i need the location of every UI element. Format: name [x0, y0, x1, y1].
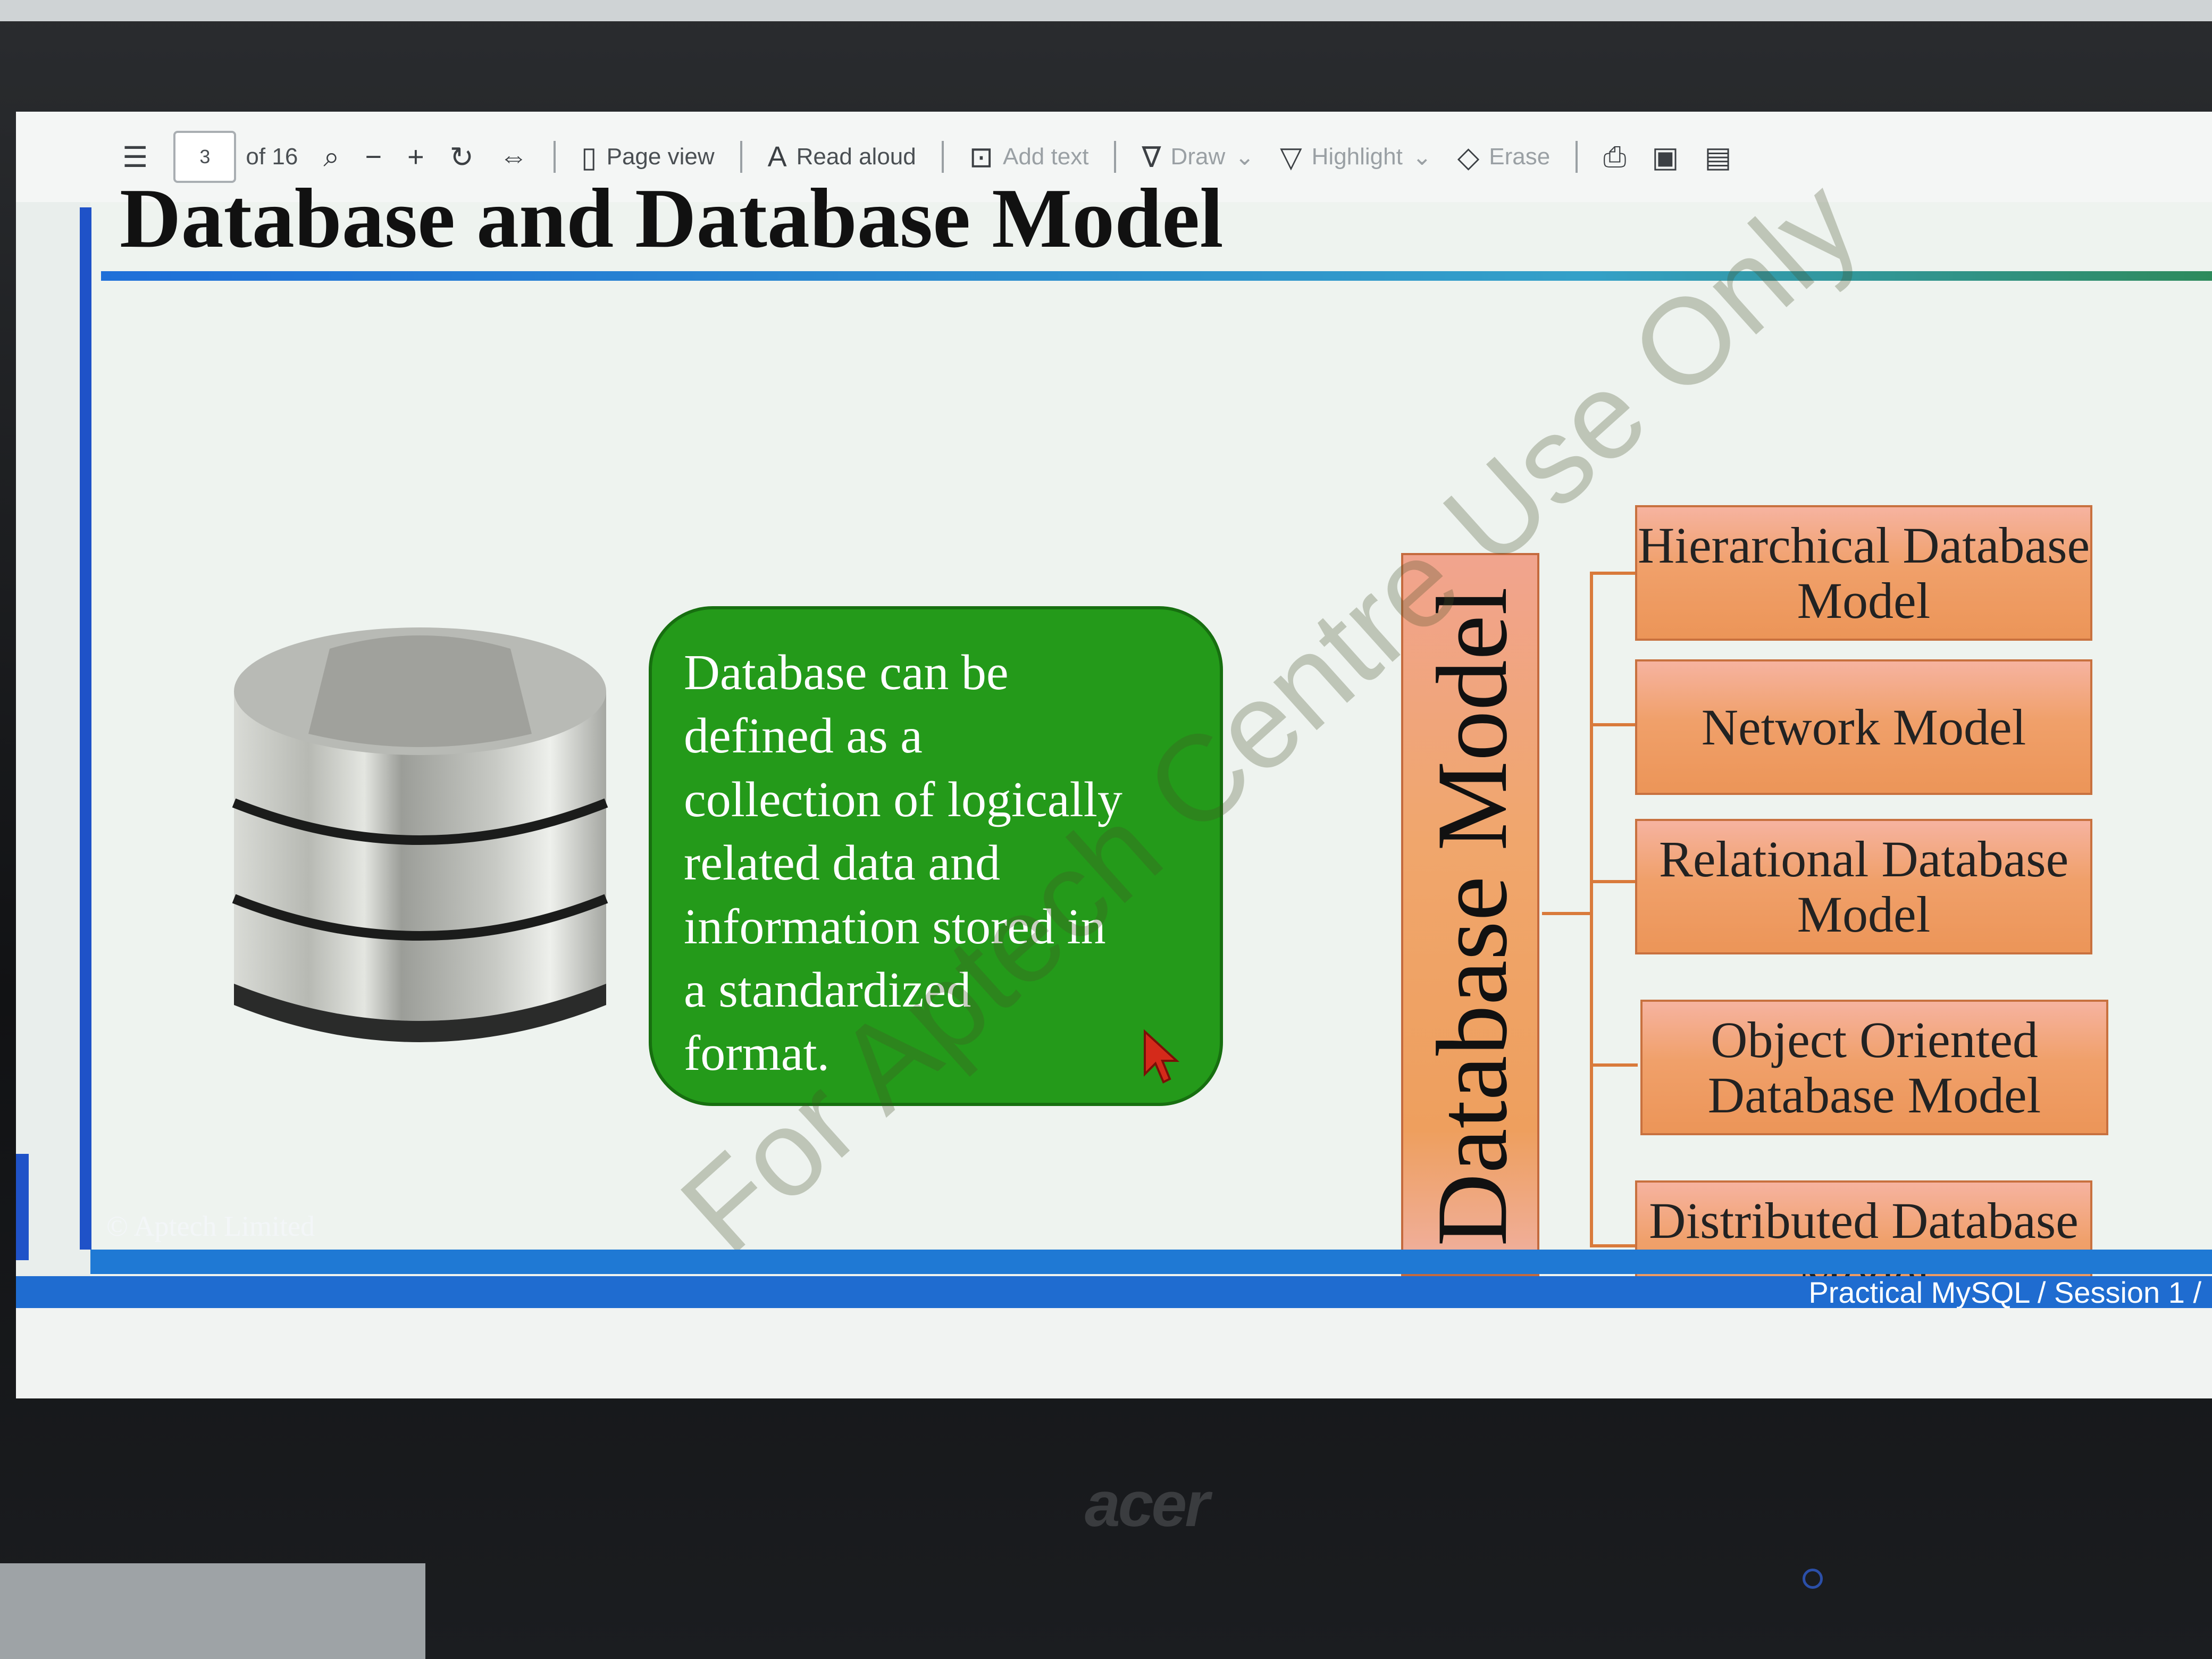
toolbar-separator: [740, 141, 742, 173]
read-aloud-icon: A: [767, 141, 787, 173]
next-page-area: [16, 1308, 2212, 1398]
definition-line: defined as a: [684, 708, 923, 764]
contents-button[interactable]: ☰: [122, 140, 148, 174]
page-navigator: 3 of 16: [173, 131, 298, 183]
pdf-toolbar: ☰ 3 of 16 ⌕ − + ↻ ⇔ ▯ Page view A Read a…: [16, 112, 2212, 202]
highlighter-icon: ▽: [1280, 141, 1302, 173]
connector-line: [1590, 880, 1638, 883]
print-button[interactable]: ⎙: [1603, 140, 1626, 174]
pen-icon: ∇: [1142, 141, 1161, 173]
chevron-down-icon[interactable]: ⌄: [1412, 144, 1432, 170]
model-box-hierarchical: Hierarchical Database Model: [1635, 505, 2092, 641]
read-aloud-label: Read aloud: [796, 144, 916, 170]
wall-background: [0, 0, 2212, 21]
definition-line: a standardized: [684, 962, 971, 1018]
save-as-icon: ▤: [1704, 141, 1732, 173]
toolbar-separator: [553, 141, 556, 173]
page-view-button[interactable]: ▯ Page view: [581, 140, 715, 174]
save-icon: ▣: [1652, 141, 1679, 173]
save-button[interactable]: ▣: [1652, 140, 1679, 174]
zoom-out-button[interactable]: −: [365, 140, 382, 173]
printer-icon: ⎙: [1603, 140, 1627, 173]
text-box-icon: ⊡: [969, 141, 993, 173]
toolbar-separator: [1576, 141, 1578, 173]
model-box-relational: Relational Database Model: [1635, 819, 2092, 954]
power-icon[interactable]: [1803, 1569, 1823, 1589]
connector-line: [1590, 572, 1593, 1247]
model-box-object-oriented: Object Oriented Database Model: [1640, 1000, 2108, 1135]
zoom-in-button[interactable]: +: [407, 140, 424, 173]
desk-surface: [0, 1563, 425, 1659]
page-view-icon: ▯: [581, 141, 597, 173]
slide-left-rule: [80, 207, 91, 1250]
definition-box: Database can be defined as a collection …: [649, 606, 1223, 1106]
draw-label: Draw: [1170, 144, 1226, 170]
fit-width-button[interactable]: ⇔: [499, 140, 528, 173]
model-box-network: Network Model: [1635, 659, 2092, 795]
eraser-icon: ◇: [1457, 141, 1480, 173]
slide-left-rule-lower: [16, 1154, 29, 1260]
screen: ☰ 3 of 16 ⌕ − + ↻ ⇔ ▯ Page view A Read a…: [16, 112, 2212, 1398]
session-label: Practical MySQL / Session 1 /: [1808, 1276, 2201, 1309]
plus-icon: +: [407, 141, 424, 173]
page-view-label: Page view: [606, 144, 715, 170]
list-icon: ☰: [122, 141, 148, 173]
definition-line: collection of logically: [684, 772, 1122, 827]
minus-icon: −: [365, 141, 382, 173]
add-text-label: Add text: [1002, 144, 1089, 170]
connector-line: [1590, 572, 1638, 575]
database-icon: [232, 627, 608, 1042]
connector-line: [1590, 1063, 1638, 1067]
rotate-button[interactable]: ↻: [450, 140, 474, 174]
chevron-down-icon[interactable]: ⌄: [1235, 144, 1255, 170]
database-model-label: Database Model: [1417, 587, 1528, 1246]
footer-bar: [16, 1276, 2212, 1308]
highlight-label: Highlight: [1311, 144, 1403, 170]
database-model-bar: Database Model: [1401, 553, 1539, 1276]
search-icon: ⌕: [323, 140, 340, 173]
rotate-icon: ↻: [449, 141, 474, 173]
mouse-cursor-icon: [1144, 1029, 1179, 1084]
connector-line: [1590, 1244, 1638, 1247]
draw-button[interactable]: ∇ Draw ⌄: [1142, 140, 1254, 174]
add-text-button[interactable]: ⊡ Add text: [969, 140, 1089, 174]
connector-line: [1590, 723, 1638, 726]
definition-line: information stored in: [684, 899, 1106, 954]
definition-line: related data and: [684, 835, 1000, 891]
slide-title: Database and Database Model: [120, 171, 1224, 265]
highlight-button[interactable]: ▽ Highlight ⌄: [1280, 140, 1432, 174]
read-aloud-button[interactable]: A Read aloud: [768, 140, 916, 173]
connector-line: [1542, 912, 1590, 915]
find-button[interactable]: ⌕: [323, 140, 339, 174]
title-underline: [101, 271, 2212, 281]
toolbar-separator: [1114, 141, 1117, 173]
monitor-brand-logo: acer: [1085, 1469, 1210, 1540]
definition-line: format.: [684, 1026, 830, 1082]
toolbar-separator: [941, 141, 944, 173]
save-as-button[interactable]: ▤: [1704, 140, 1731, 174]
footer-rule: [90, 1250, 2212, 1274]
page-number-input[interactable]: 3: [173, 131, 237, 183]
page-count: of 16: [246, 144, 298, 170]
erase-label: Erase: [1489, 144, 1551, 170]
erase-button[interactable]: ◇ Erase: [1457, 140, 1550, 174]
definition-line: Database can be: [684, 645, 1009, 700]
fit-width-icon: ⇔: [499, 141, 528, 173]
copyright-text: © Aptech Limited: [106, 1210, 315, 1242]
